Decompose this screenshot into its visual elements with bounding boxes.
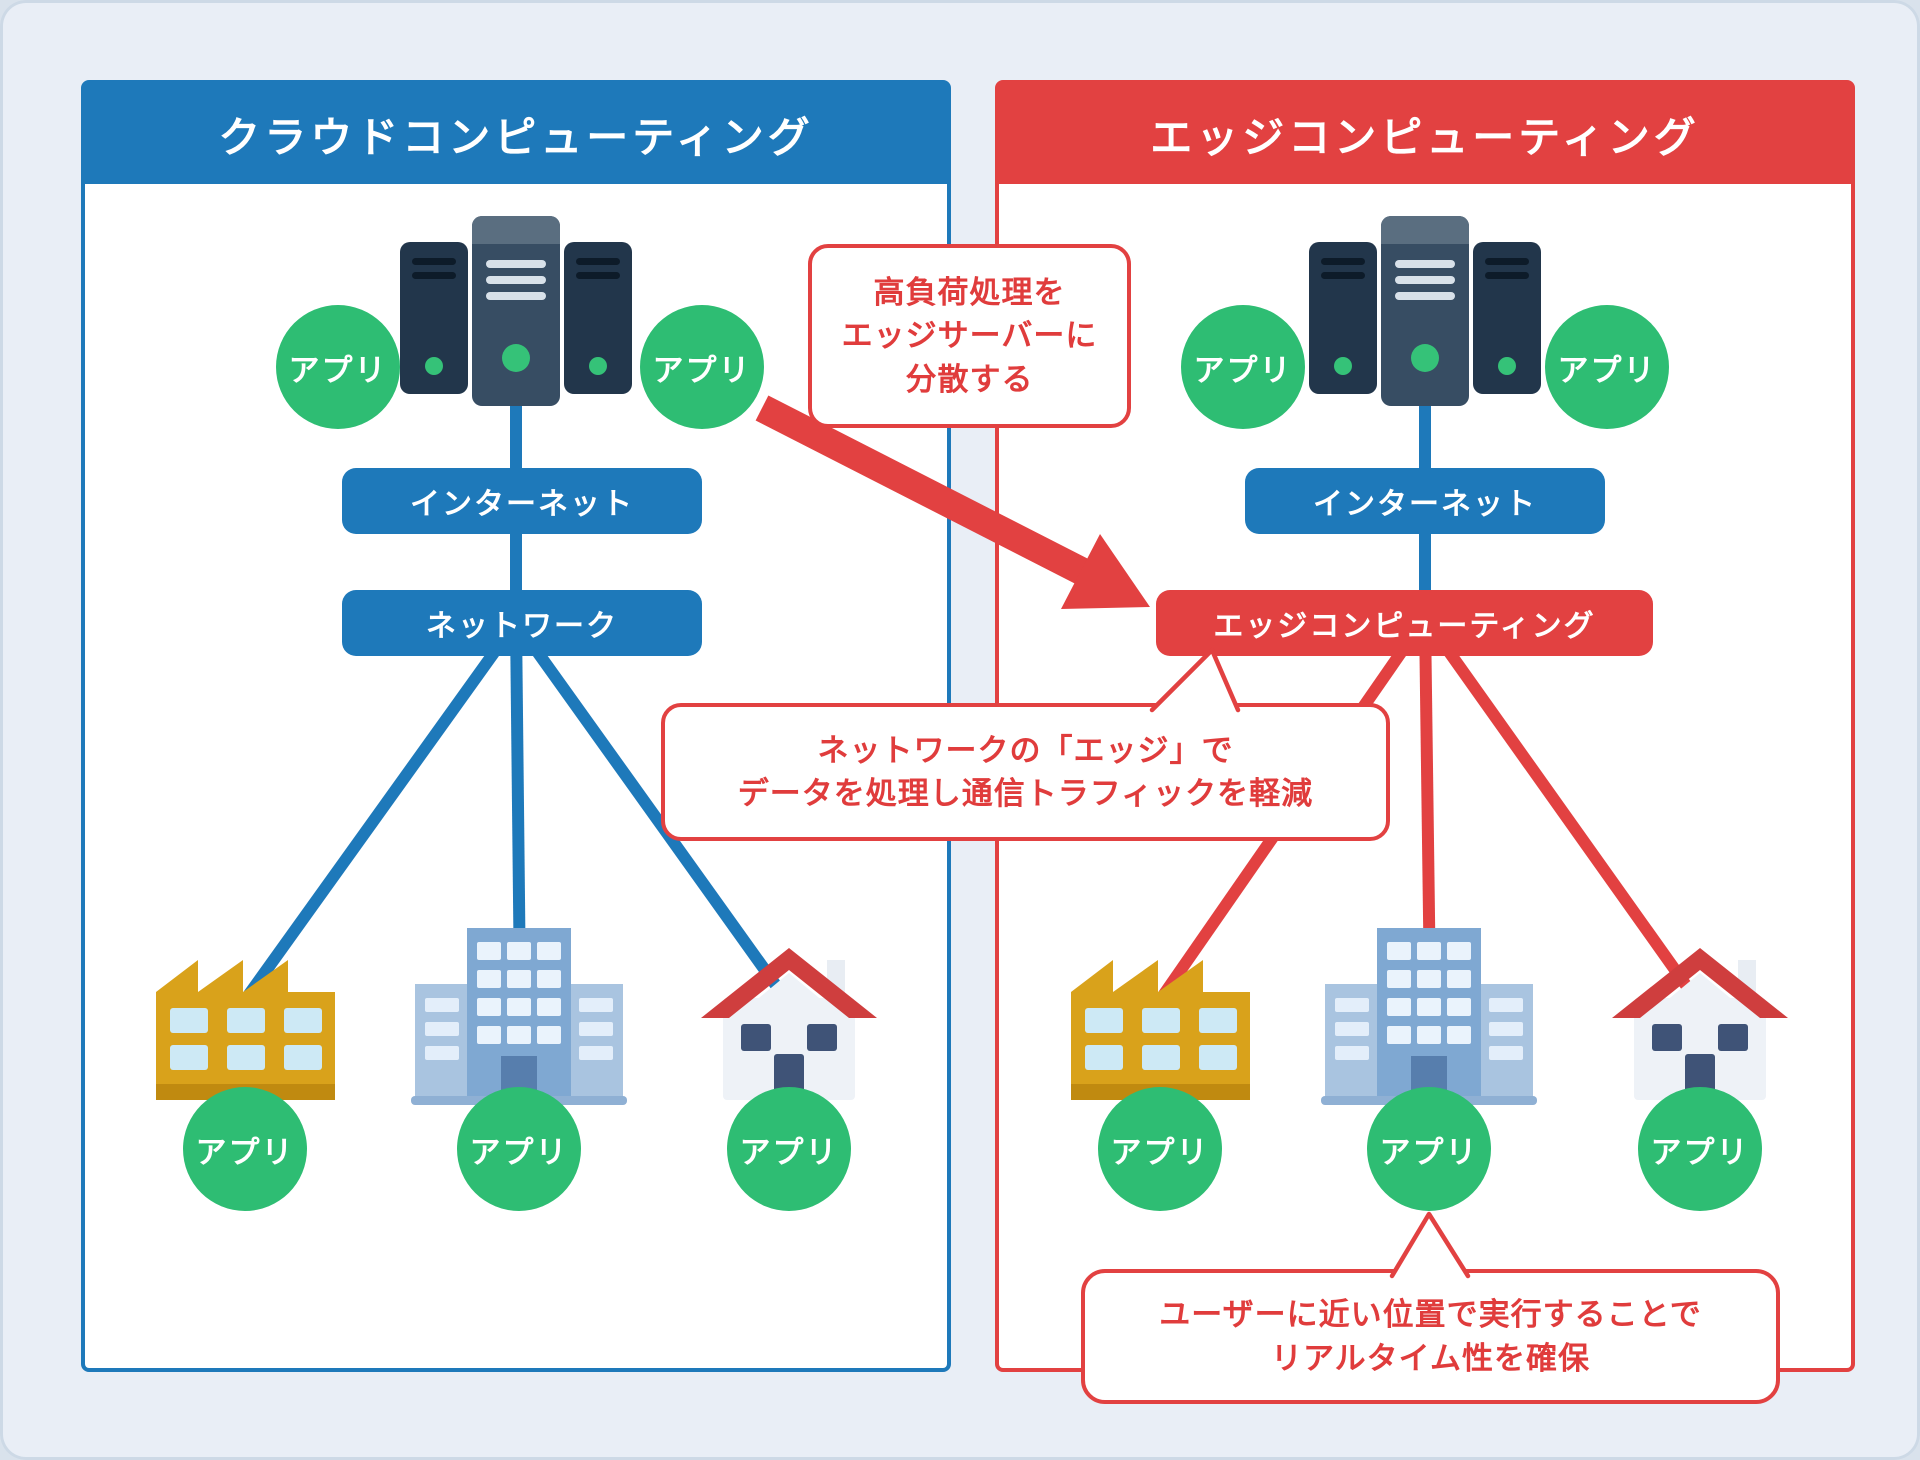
app-circle-label: アプリ	[1557, 352, 1657, 388]
edge-computing-node: エッジコンピューティング	[1156, 590, 1653, 656]
app-circle: アプリ	[457, 1087, 581, 1211]
cloud-network-label: ネットワーク	[426, 610, 618, 643]
app-circle-label: アプリ	[739, 1134, 839, 1170]
cloud-panel-header: クラウドコンピューティング	[85, 84, 947, 184]
app-circle-label: アプリ	[469, 1134, 569, 1170]
app-circle-label: アプリ	[195, 1134, 295, 1170]
callout-line: リアルタイム性を確保	[1270, 1340, 1591, 1376]
server-icon	[1295, 208, 1555, 413]
app-circle: アプリ	[276, 305, 400, 429]
callout-line: 分散する	[905, 361, 1034, 397]
cloud-internet-label: インターネット	[410, 488, 634, 521]
callout-line: ネットワークの「エッジ」で	[817, 732, 1234, 768]
callout-line: エッジサーバーに	[841, 318, 1098, 354]
callout-line: 高負荷処理を	[873, 274, 1066, 310]
callout-distribute-load: 高負荷処理を エッジサーバーに 分散する	[808, 244, 1131, 428]
app-circle: アプリ	[1181, 305, 1305, 429]
factory-icon	[148, 930, 343, 1105]
app-circle-label: アプリ	[1650, 1134, 1750, 1170]
callout-realtime: ユーザーに近い位置で実行することで リアルタイム性を確保	[1081, 1269, 1780, 1404]
app-circle: アプリ	[183, 1087, 307, 1211]
app-circle-label: アプリ	[652, 352, 752, 388]
callout-line: データを処理し通信トラフィックを軽減	[737, 776, 1314, 811]
cloud-network-node: ネットワーク	[342, 590, 702, 656]
cloud-panel-title: クラウドコンピューティング	[218, 113, 814, 161]
factory-icon	[1063, 930, 1258, 1105]
app-circle: アプリ	[1545, 305, 1669, 429]
office-building-icon	[409, 920, 629, 1105]
callout-edge-processing: ネットワークの「エッジ」で データを処理し通信トラフィックを軽減	[661, 703, 1390, 841]
app-circle: アプリ	[1367, 1087, 1491, 1211]
callout-line: ユーザーに近い位置で実行することで	[1159, 1297, 1702, 1333]
server-icon	[386, 208, 646, 413]
edge-panel-header: エッジコンピューティング	[999, 84, 1851, 184]
app-circle-label: アプリ	[1193, 352, 1293, 388]
cloud-internet-node: インターネット	[342, 468, 702, 534]
edge-panel-title: エッジコンピューティング	[1150, 113, 1700, 161]
office-building-icon	[1319, 920, 1539, 1105]
app-circle-label: アプリ	[1110, 1134, 1210, 1170]
edge-computing-label: エッジコンピューティング	[1213, 610, 1596, 643]
app-circle-label: アプリ	[1379, 1134, 1479, 1170]
house-icon	[1608, 940, 1793, 1105]
app-circle: アプリ	[1638, 1087, 1762, 1211]
app-circle-label: アプリ	[288, 352, 388, 388]
edge-internet-label: インターネット	[1313, 488, 1537, 521]
house-icon	[697, 940, 882, 1105]
app-circle: アプリ	[1098, 1087, 1222, 1211]
edge-internet-node: インターネット	[1245, 468, 1605, 534]
app-circle: アプリ	[727, 1087, 851, 1211]
app-circle: アプリ	[640, 305, 764, 429]
